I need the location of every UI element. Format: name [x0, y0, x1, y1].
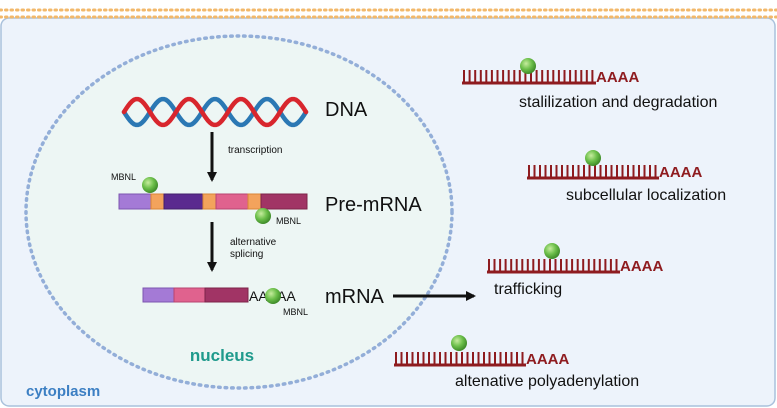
mbnl-on-rna-localization	[585, 150, 601, 166]
mbnl-protein-1	[142, 177, 158, 193]
mbnl-label-2: MBNL	[276, 216, 301, 226]
rna-tail-polyadenylation: AAAA	[526, 351, 569, 368]
mbnl-label-3: MBNL	[283, 307, 308, 317]
intron-3	[247, 193, 262, 210]
rna-tail-trafficking: AAAA	[620, 258, 663, 275]
pre-mrna-transcript	[118, 193, 308, 210]
exon-3	[215, 193, 249, 210]
mbnl-on-rna-stabilization	[520, 58, 536, 74]
function-localization: subcellular localization	[566, 187, 726, 204]
mature-mrna	[142, 287, 249, 303]
cell-membrane	[0, 8, 777, 19]
mbnl-protein-3	[265, 288, 281, 304]
splicing-label-line1: alternative	[230, 237, 277, 248]
function-stabilization: stalilization and degradation	[519, 94, 717, 111]
mrna-exon-3	[204, 287, 249, 303]
rna-tail-localization: AAAA	[659, 164, 702, 181]
rna-stabilization	[462, 70, 596, 85]
function-trafficking: trafficking	[494, 281, 562, 298]
dna-strand	[121, 96, 309, 128]
rna-tail-stabilization: AAAA	[596, 69, 639, 86]
pre-mrna-label: Pre-mRNA	[325, 194, 422, 216]
mbnl-on-rna-trafficking	[544, 243, 560, 259]
mbnl-label-1: MBNL	[111, 172, 136, 182]
mrna-exon-1	[142, 287, 175, 303]
exon-1	[118, 193, 152, 210]
dna-label: DNA	[325, 99, 368, 121]
rna-localization	[527, 165, 659, 180]
rna-polyadenylation	[394, 352, 526, 367]
function-polyadenylation: altenative polyadenylation	[455, 373, 639, 390]
mbnl-on-rna-polyadenylation	[451, 335, 467, 351]
mrna-exon-2	[173, 287, 206, 303]
exon-2	[163, 193, 204, 210]
splicing-label-line2: splicing	[230, 249, 263, 260]
intron-1	[150, 193, 165, 210]
rna-trafficking	[487, 259, 620, 274]
cytoplasm-label: cytoplasm	[26, 383, 100, 400]
dna-helix	[121, 96, 309, 128]
transcription-label: transcription	[228, 145, 282, 156]
mbnl-protein-2	[255, 208, 271, 224]
dna-strand	[121, 96, 309, 128]
intron-2	[202, 193, 217, 210]
mrna-label: mRNA	[325, 286, 385, 308]
nucleus-label: nucleus	[190, 346, 254, 365]
exon-4	[260, 193, 308, 210]
